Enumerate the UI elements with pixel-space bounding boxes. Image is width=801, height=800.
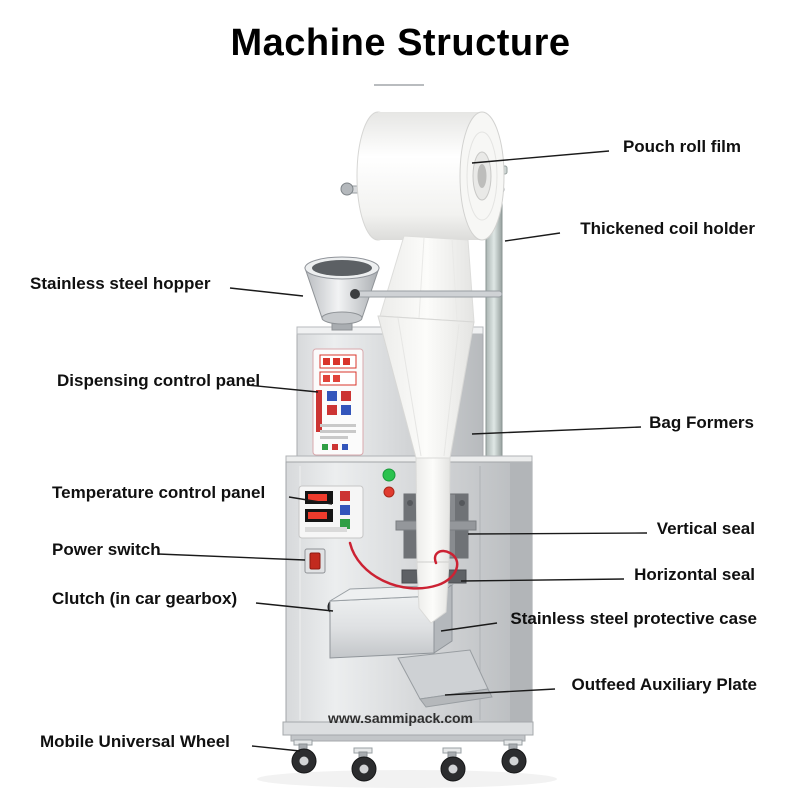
leader-line-mobile-wheel — [251, 745, 301, 752]
label-protective-case: Stainless steel protective case — [510, 609, 757, 628]
outfeed-plate — [397, 649, 493, 708]
dispensing-panel-sticker — [312, 348, 364, 456]
protective-case — [329, 584, 454, 659]
label-pouch-roll-film: Pouch roll film — [622, 137, 741, 156]
heater-wire — [348, 541, 459, 590]
leader-line-temperature-control-panel — [288, 496, 333, 505]
label-bag-formers: Bag Formers — [649, 413, 754, 432]
watermark-url: www.sammipack.com — [328, 710, 473, 726]
caster-wheel-mid-left — [351, 747, 377, 782]
leader-line-thickened-coil-holder — [504, 232, 561, 242]
label-vertical-seal: Vertical seal — [656, 519, 755, 538]
film-web — [379, 235, 475, 323]
leader-line-dispensing-control-panel — [246, 384, 319, 393]
leader-line-pouch-roll-film — [471, 150, 610, 164]
page-title: Machine Structure — [230, 22, 571, 64]
label-mobile-universal-wheel: Mobile Universal Wheel — [40, 732, 230, 751]
label-dispensing-control-panel: Dispensing control panel — [57, 371, 261, 390]
leader-line-clutch — [255, 602, 334, 612]
leader-line-horizontal-seal — [460, 578, 625, 582]
base-frame — [282, 721, 534, 742]
caster-wheel-front-left — [291, 739, 317, 774]
title-underline — [374, 84, 424, 86]
leader-line-bag-formers — [471, 426, 642, 435]
indicator-buttons — [382, 468, 396, 498]
label-thickened-coil-holder: Thickened coil holder — [580, 219, 755, 238]
label-stainless-steel-hopper: Stainless steel hopper — [30, 274, 211, 293]
caster-wheel-rear-right — [501, 739, 527, 774]
leader-line-vertical-seal — [467, 532, 648, 535]
leader-line-stainless-steel-hopper — [229, 287, 304, 297]
leader-line-power-switch — [157, 553, 306, 561]
film-roll — [356, 111, 505, 241]
film-tube-pouch — [415, 457, 451, 624]
label-temperature-control-panel: Temperature control panel — [52, 483, 266, 502]
temperature-panel — [298, 485, 364, 539]
film-guide-rod — [350, 289, 503, 299]
label-clutch: Clutch (in car gearbox) — [52, 589, 238, 608]
power-switch-part — [304, 548, 326, 574]
leader-line-outfeed-plate — [444, 688, 556, 696]
label-outfeed-plate: Outfeed Auxiliary Plate — [571, 675, 757, 694]
label-power-switch: Power switch — [52, 540, 161, 559]
caster-wheel-mid-right — [440, 747, 466, 782]
leader-line-protective-case — [440, 622, 498, 632]
label-horizontal-seal: Horizontal seal — [634, 565, 755, 584]
hopper — [304, 256, 380, 331]
leader-lines — [157, 150, 648, 752]
floor-shadow — [257, 770, 557, 788]
